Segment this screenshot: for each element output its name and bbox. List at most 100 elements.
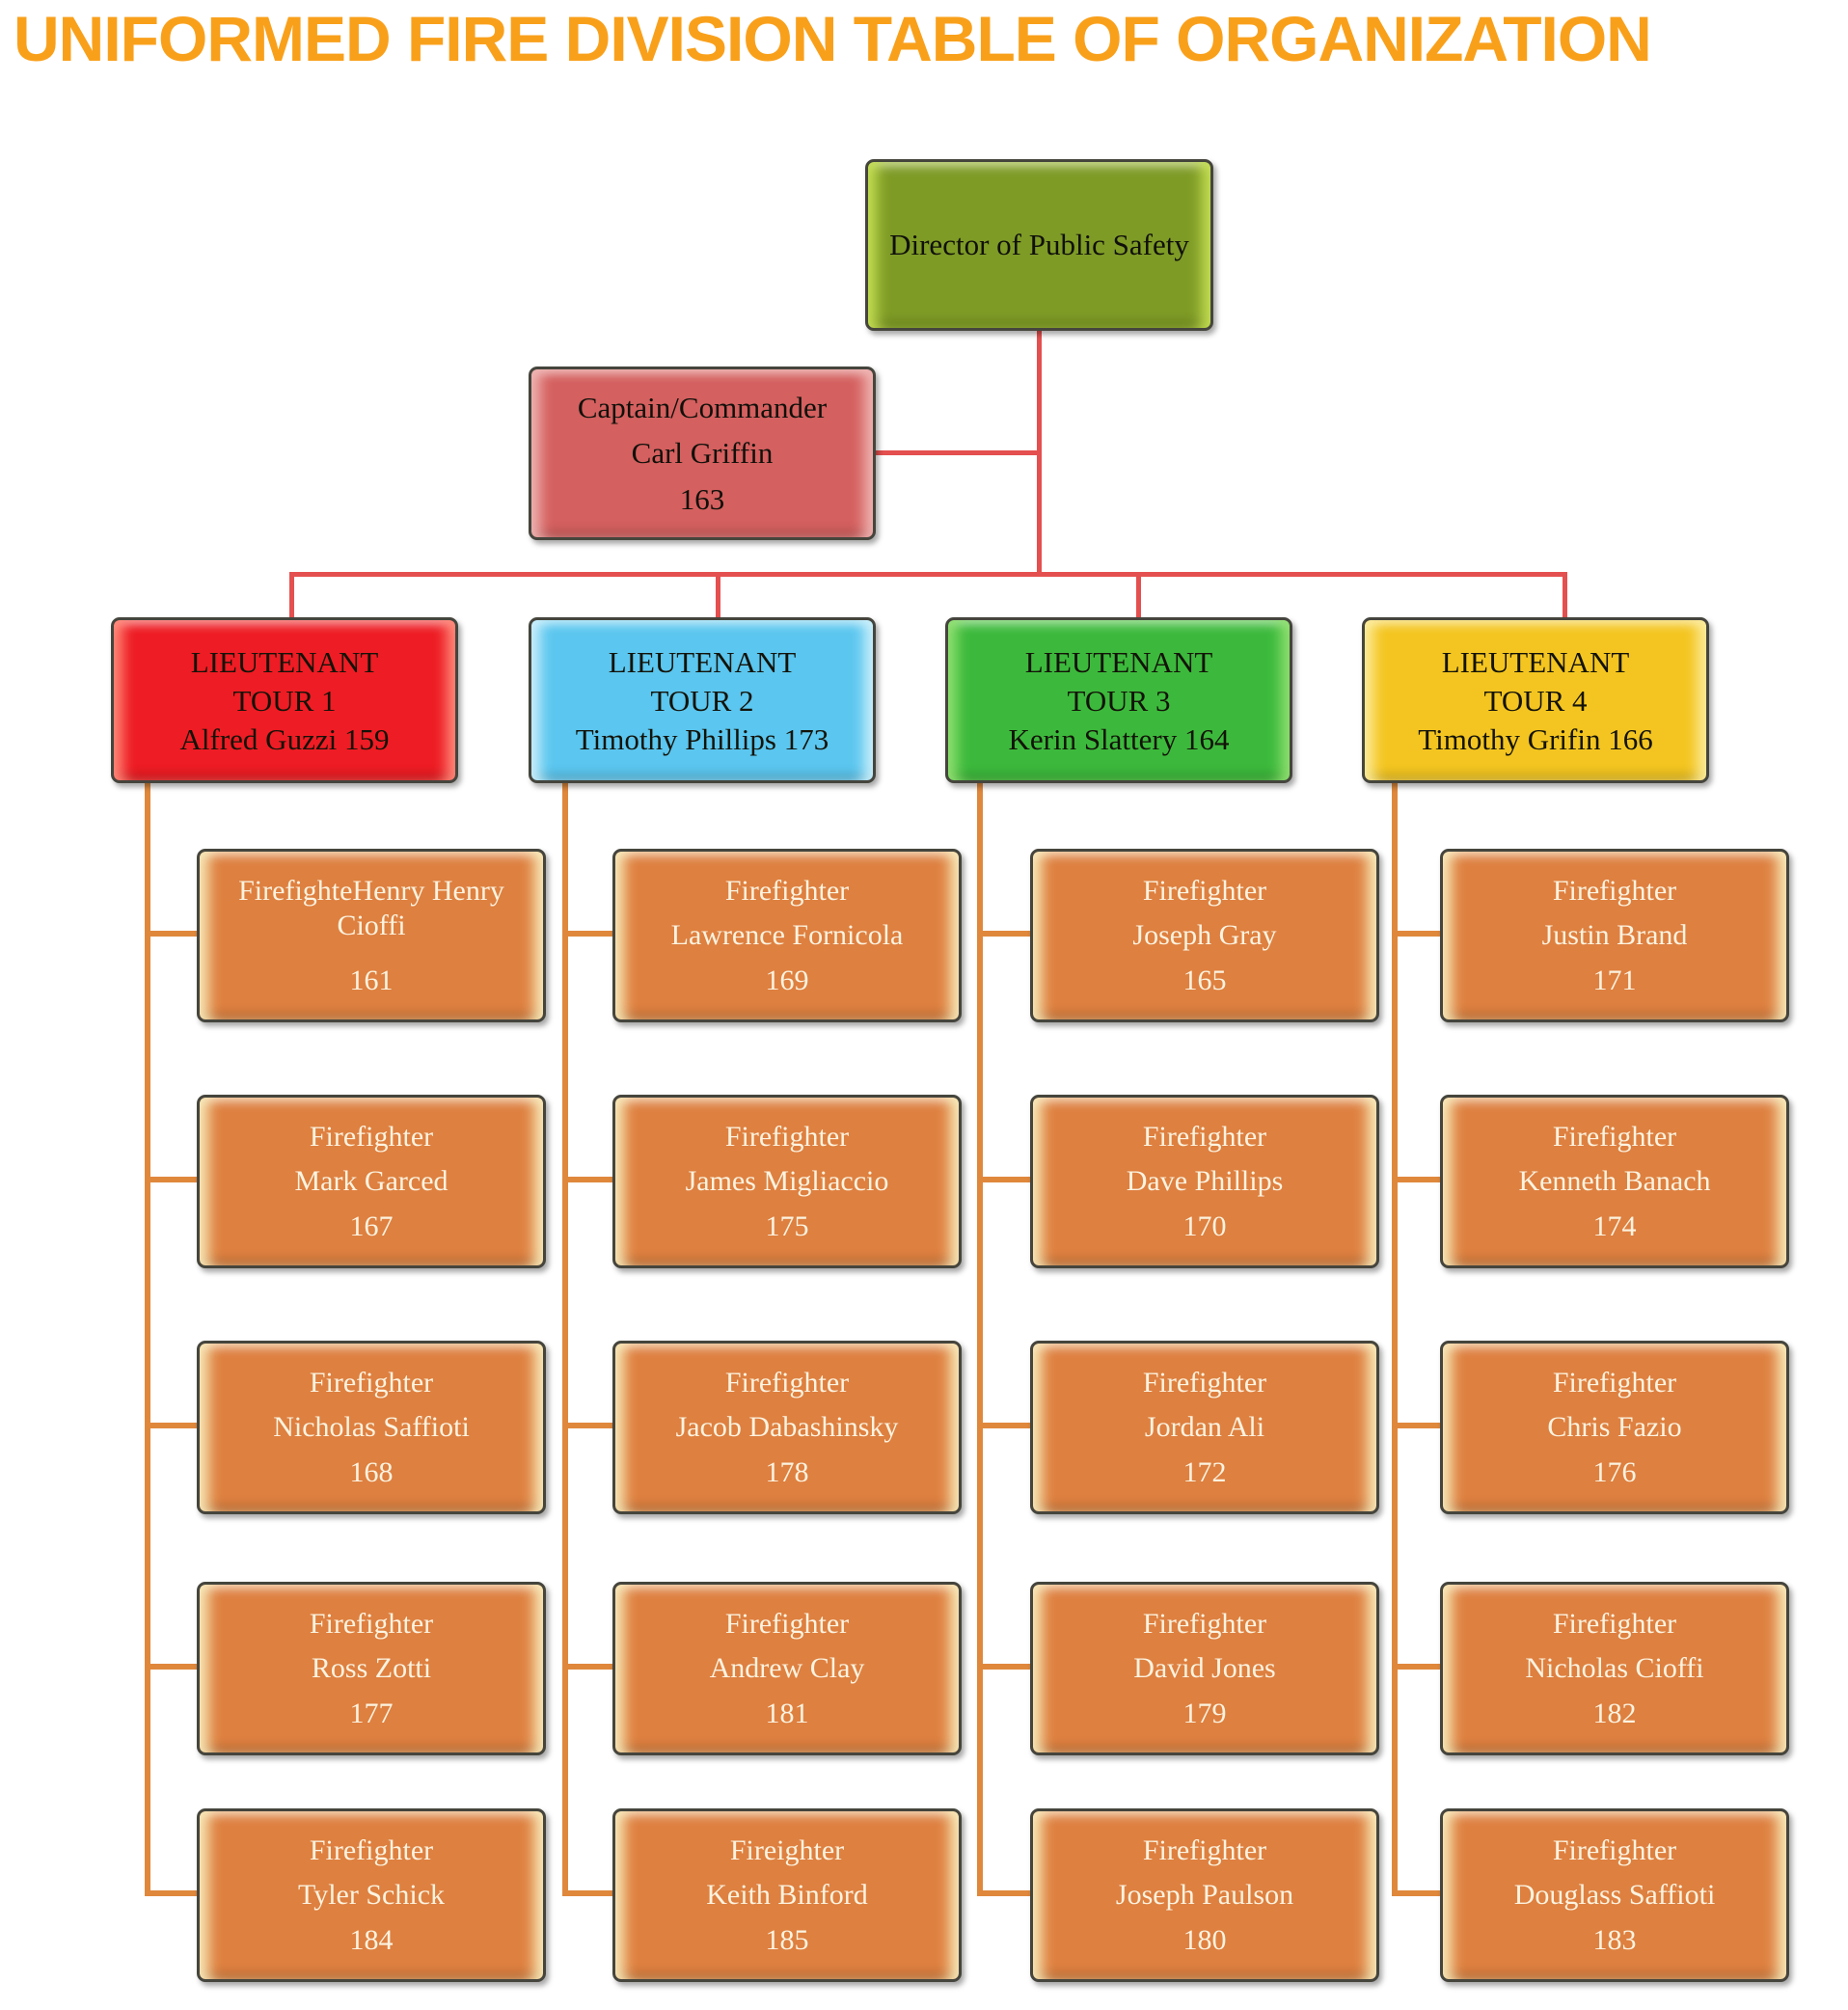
member-name: Joseph Gray bbox=[1132, 919, 1277, 951]
member-name: Nicholas Saffioti bbox=[273, 1411, 470, 1443]
lieutenant-rank: LIEUTENANT bbox=[1441, 644, 1630, 679]
lieutenant-tour: TOUR 1 bbox=[232, 683, 337, 718]
member-box: Firefighter Douglass Saffioti 183 bbox=[1440, 1808, 1789, 1982]
member-number: 182 bbox=[1592, 1697, 1637, 1729]
connector-stub-member bbox=[977, 1177, 1034, 1182]
member-box: Firefighter Dave Phillips 170 bbox=[1030, 1095, 1379, 1268]
page-title: UNIFORMED FIRE DIVISION TABLE OF ORGANIZ… bbox=[14, 3, 1652, 74]
member-box: Firefighter Andrew Clay 181 bbox=[612, 1582, 962, 1755]
member-role: Firefighter bbox=[309, 1366, 434, 1399]
connector-stub-member bbox=[145, 931, 201, 937]
member-box: Fireighter Keith Binford 185 bbox=[612, 1808, 962, 1982]
member-role: Firefighter bbox=[309, 1833, 434, 1866]
member-box: Firefighter Jacob Dabashinsky 178 bbox=[612, 1341, 962, 1514]
connector-lieutenant-rail bbox=[289, 572, 1567, 577]
member-name: Dave Phillips bbox=[1126, 1165, 1284, 1197]
member-role: FirefighteHenry Henry Cioffi bbox=[238, 874, 504, 941]
lieutenant-rank: LIEUTENANT bbox=[1024, 644, 1213, 679]
member-name: Justin Brand bbox=[1541, 919, 1688, 951]
member-role: Firefighter bbox=[724, 1607, 850, 1640]
connector-captain-horizontal bbox=[873, 450, 1042, 455]
connector-stub-member bbox=[1392, 1423, 1444, 1428]
member-box: Firefighter Chris Fazio 176 bbox=[1440, 1341, 1789, 1514]
connector-stub-member bbox=[562, 931, 616, 937]
lieutenant-rank: LIEUTENANT bbox=[190, 644, 379, 679]
member-name: Jacob Dabashinsky bbox=[675, 1411, 899, 1443]
member-name: Ross Zotti bbox=[311, 1652, 432, 1684]
member-number: 183 bbox=[1592, 1923, 1637, 1956]
connector-stub-member bbox=[562, 1423, 616, 1428]
member-number: 170 bbox=[1182, 1209, 1227, 1242]
connector-stub-member bbox=[562, 1664, 616, 1670]
member-role: Fireighter bbox=[729, 1833, 845, 1866]
member-number: 177 bbox=[349, 1697, 394, 1729]
member-number: 172 bbox=[1182, 1455, 1227, 1488]
connector-stub-member bbox=[562, 1890, 616, 1896]
lieutenant-tour: TOUR 3 bbox=[1067, 683, 1171, 718]
member-box: Firefighter David Jones 179 bbox=[1030, 1582, 1379, 1755]
lieutenant-leader: Timothy Phillips 173 bbox=[575, 721, 829, 756]
member-name: Joseph Paulson bbox=[1115, 1879, 1294, 1911]
member-box: Firefighter Joseph Gray 165 bbox=[1030, 849, 1379, 1022]
connector-spine-tour3 bbox=[977, 781, 983, 1896]
member-number: 185 bbox=[765, 1923, 809, 1956]
member-name: Keith Binford bbox=[706, 1879, 868, 1911]
connector-stub-member bbox=[1392, 931, 1444, 937]
connector-stub-member bbox=[1392, 1177, 1444, 1182]
member-number: 171 bbox=[1592, 964, 1637, 996]
connector-spine-tour1 bbox=[145, 781, 150, 1896]
member-role: Firefighter bbox=[1552, 1120, 1677, 1153]
member-box: Firefighter Nicholas Saffioti 168 bbox=[197, 1341, 546, 1514]
member-number: 176 bbox=[1592, 1455, 1637, 1488]
member-role: Firefighter bbox=[309, 1120, 434, 1153]
member-box: Firefighter Nicholas Cioffi 182 bbox=[1440, 1582, 1789, 1755]
member-name: Kenneth Banach bbox=[1518, 1165, 1711, 1197]
member-box: Firefighter Joseph Paulson 180 bbox=[1030, 1808, 1379, 1982]
member-number: 174 bbox=[1592, 1209, 1637, 1242]
member-number: 169 bbox=[765, 964, 809, 996]
member-name: Mark Garced bbox=[294, 1165, 448, 1197]
connector-stub-member bbox=[145, 1890, 201, 1896]
member-number: 179 bbox=[1182, 1697, 1227, 1729]
member-number: 184 bbox=[349, 1923, 394, 1956]
member-name: James Migliaccio bbox=[685, 1165, 889, 1197]
member-number: 167 bbox=[349, 1209, 394, 1242]
member-role: Firefighter bbox=[724, 874, 850, 907]
member-number: 181 bbox=[765, 1697, 809, 1729]
director-box: Director of Public Safety bbox=[865, 159, 1213, 331]
member-name: Tyler Schick bbox=[297, 1879, 446, 1911]
connector-stub-member bbox=[977, 1890, 1034, 1896]
captain-name: Carl Griffin bbox=[631, 436, 774, 470]
member-role: Firefighter bbox=[1142, 874, 1267, 907]
member-role: Firefighter bbox=[1552, 1607, 1677, 1640]
connector-spine-tour4 bbox=[1392, 781, 1398, 1896]
connector-stub-member bbox=[562, 1177, 616, 1182]
member-box: FirefighteHenry Henry Cioffi 161 bbox=[197, 849, 546, 1022]
member-name: Douglass Saffioti bbox=[1513, 1879, 1716, 1911]
member-box: Firefighter Jordan Ali 172 bbox=[1030, 1341, 1379, 1514]
connector-stub-member bbox=[1392, 1890, 1444, 1896]
member-name: Nicholas Cioffi bbox=[1525, 1652, 1704, 1684]
connector-stub-member bbox=[977, 931, 1034, 937]
member-name: Lawrence Fornicola bbox=[670, 919, 904, 951]
member-name: Chris Fazio bbox=[1547, 1411, 1682, 1443]
member-name: David Jones bbox=[1133, 1652, 1276, 1684]
member-box: Firefighter Mark Garced 167 bbox=[197, 1095, 546, 1268]
member-role: Firefighter bbox=[1142, 1120, 1267, 1153]
member-box: Firefighter Kenneth Banach 174 bbox=[1440, 1095, 1789, 1268]
captain-rank: Captain/Commander bbox=[577, 390, 828, 424]
connector-stub-member bbox=[145, 1423, 201, 1428]
connector-stub-tour4 bbox=[1563, 575, 1567, 617]
member-number: 175 bbox=[765, 1209, 809, 1242]
member-box: Firefighter Tyler Schick 184 bbox=[197, 1808, 546, 1982]
lieutenant-leader: Timothy Grifin 166 bbox=[1418, 721, 1653, 756]
captain-box: Captain/Commander Carl Griffin 163 bbox=[529, 367, 876, 540]
captain-number: 163 bbox=[679, 481, 725, 516]
member-name: Jordan Ali bbox=[1144, 1411, 1265, 1443]
member-number: 161 bbox=[349, 964, 394, 996]
connector-spine-tour2 bbox=[562, 781, 568, 1896]
member-number: 180 bbox=[1182, 1923, 1227, 1956]
member-role: Firefighter bbox=[309, 1607, 434, 1640]
lieutenant-box-tour1: LIEUTENANT TOUR 1 Alfred Guzzi 159 bbox=[111, 617, 458, 783]
